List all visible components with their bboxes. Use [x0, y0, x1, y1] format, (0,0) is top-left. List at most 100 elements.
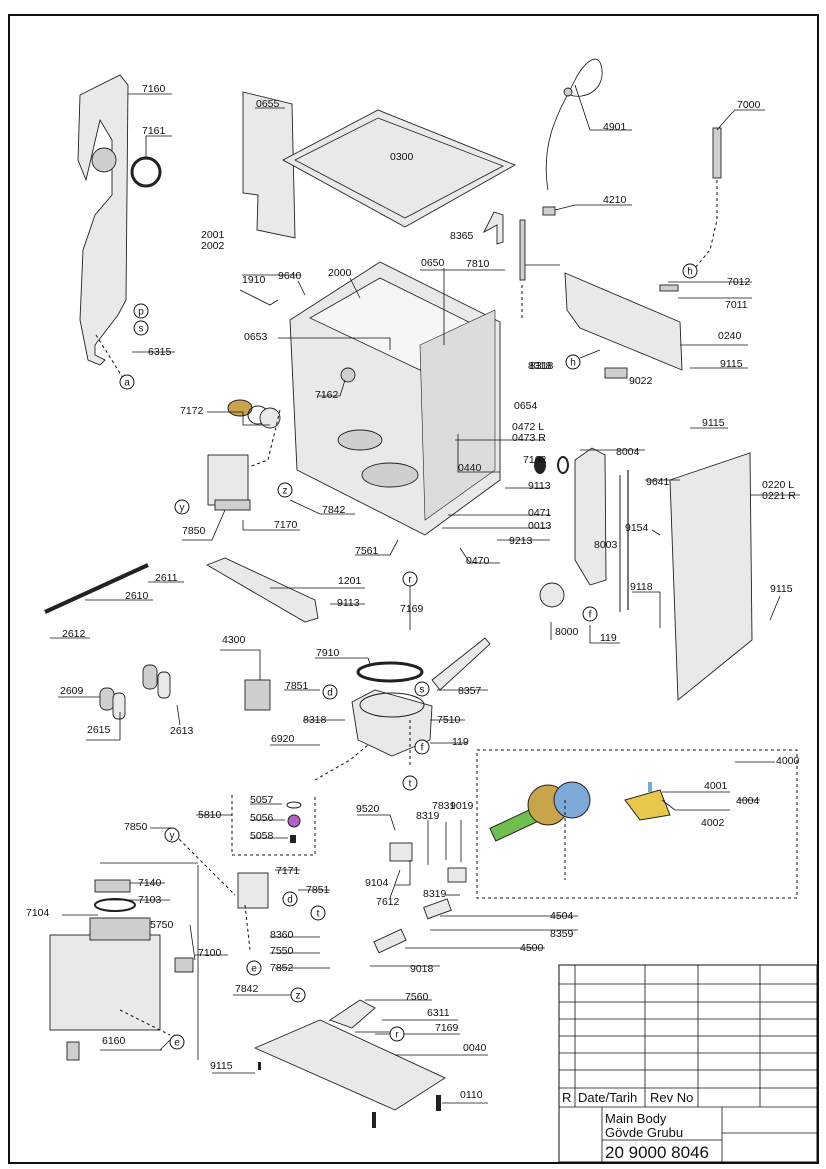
part-number-label: 0300	[390, 151, 414, 163]
part-number-label: 7171	[276, 865, 300, 877]
part-number-label: 5057	[250, 794, 274, 806]
part-number-label: 2610	[125, 590, 149, 602]
part-number-label: 5810	[198, 809, 222, 821]
part-number-label: 2613	[170, 725, 194, 737]
part-number-label: 7103	[138, 894, 162, 906]
part-number-label: 7104	[26, 907, 50, 919]
callout-p: p	[133, 303, 149, 319]
svg-text:z: z	[283, 486, 288, 497]
part-number-label: 4300	[222, 634, 246, 646]
svg-text:e: e	[251, 964, 257, 975]
part-number-label: 0472 L	[512, 421, 544, 433]
part-number-label: 9640	[278, 270, 302, 282]
part-number-label: 2001	[201, 229, 225, 241]
part-number-label: 9118	[630, 581, 653, 593]
title-rev-label: Rev No	[650, 1090, 693, 1105]
part-number-label: 8003	[594, 539, 618, 551]
part-number-label: 7172	[180, 405, 204, 417]
part-number-label: 7100	[198, 947, 222, 959]
svg-text:r: r	[395, 1030, 399, 1041]
part-number-label: 0013	[528, 520, 552, 532]
part-number-label: 7842	[235, 983, 259, 995]
part-number-label: 119	[600, 632, 617, 644]
part-number-label: 7011	[725, 299, 748, 311]
callout-a: a	[119, 374, 135, 390]
part-number-label: 0471	[528, 507, 552, 519]
part-number-label: 8360	[270, 929, 294, 941]
title-block: R Date/Tarih Rev No Main Body Gövde Grub…	[558, 964, 818, 1163]
part-number-label: 4000	[776, 755, 800, 767]
title-r-label: R	[562, 1090, 571, 1105]
part-number-label: 7831	[432, 800, 456, 812]
part-number-label: 0470	[466, 555, 490, 567]
part-number-label: 7561	[355, 545, 379, 557]
part-number-label: 5058	[250, 830, 274, 842]
part-number-label: 0650	[421, 257, 445, 269]
part-number-label: 4901	[603, 121, 627, 133]
part-number-label: 2612	[62, 628, 86, 640]
part-number-label: 9115	[720, 358, 743, 370]
title-desc-tr: Gövde Grubu	[605, 1125, 683, 1140]
part-number-label: 4500	[520, 942, 544, 954]
callout-e: e	[169, 1034, 185, 1050]
callout-e: e	[246, 960, 262, 976]
part-number-label: 9019	[450, 800, 474, 812]
part-number-label: 8000	[555, 626, 579, 638]
svg-text:d: d	[287, 895, 293, 906]
part-number-label: 8318	[528, 360, 552, 372]
svg-text:d: d	[327, 688, 333, 699]
part-number-label: 9520	[356, 803, 380, 815]
part-number-label: 7852	[270, 962, 294, 974]
svg-text:p: p	[138, 307, 144, 318]
part-number-label: 9115	[770, 583, 793, 595]
part-number-label: 9113	[337, 597, 360, 609]
part-number-label: 7169	[400, 603, 424, 615]
part-number-label: 0240	[718, 330, 742, 342]
part-number-label: 9018	[410, 963, 434, 975]
part-number-label: 9213	[509, 535, 533, 547]
part-number-label: 7170	[274, 519, 298, 531]
svg-text:f: f	[589, 610, 592, 621]
part-number-label: 0110	[460, 1089, 483, 1101]
part-number-label: 2611	[155, 572, 178, 584]
part-number-label: 9022	[629, 375, 653, 387]
part-number-label: 9115	[210, 1060, 233, 1072]
part-number-label: 6315	[148, 346, 172, 358]
part-number-label: 7161	[142, 125, 166, 137]
callout-t: t	[402, 775, 418, 791]
callout-r: r	[389, 1026, 405, 1042]
part-number-label: 8318	[303, 714, 327, 726]
part-number-label: 0653	[244, 331, 268, 343]
part-number-label: 4001	[704, 780, 728, 792]
part-number-label: 7560	[405, 991, 429, 1003]
part-shapes	[44, 58, 798, 1128]
part-number-label: 2615	[87, 724, 111, 736]
part-number-label: 9115	[702, 417, 725, 429]
title-desc-en: Main Body	[605, 1111, 667, 1126]
part-number-label: 7510	[437, 714, 461, 726]
callout-s: s	[133, 320, 149, 336]
part-number-label: 7550	[270, 945, 294, 957]
leader-lines	[50, 84, 800, 1104]
svg-text:z: z	[296, 991, 301, 1002]
part-number-label: 7169	[435, 1022, 459, 1034]
svg-text:s: s	[139, 324, 144, 335]
part-number-label: 0473 R	[512, 432, 546, 444]
part-number-label: 7850	[124, 821, 148, 833]
callout-s: s	[414, 681, 430, 697]
part-number-label: 8004	[616, 446, 640, 458]
part-number-label: 7160	[142, 83, 166, 95]
part-number-label: 7842	[322, 504, 346, 516]
svg-text:t: t	[317, 909, 320, 920]
part-number-label: 9154	[625, 522, 649, 534]
part-number-label: 7810	[466, 258, 490, 270]
part-number-label: 4504	[550, 910, 574, 922]
callout-z: z	[277, 482, 293, 498]
part-number-label: 8359	[550, 928, 574, 940]
part-number-label: 119	[452, 736, 469, 748]
part-number-label: 2000	[328, 267, 352, 279]
svg-text:f: f	[421, 743, 424, 754]
part-number-label: 2002	[201, 240, 225, 252]
